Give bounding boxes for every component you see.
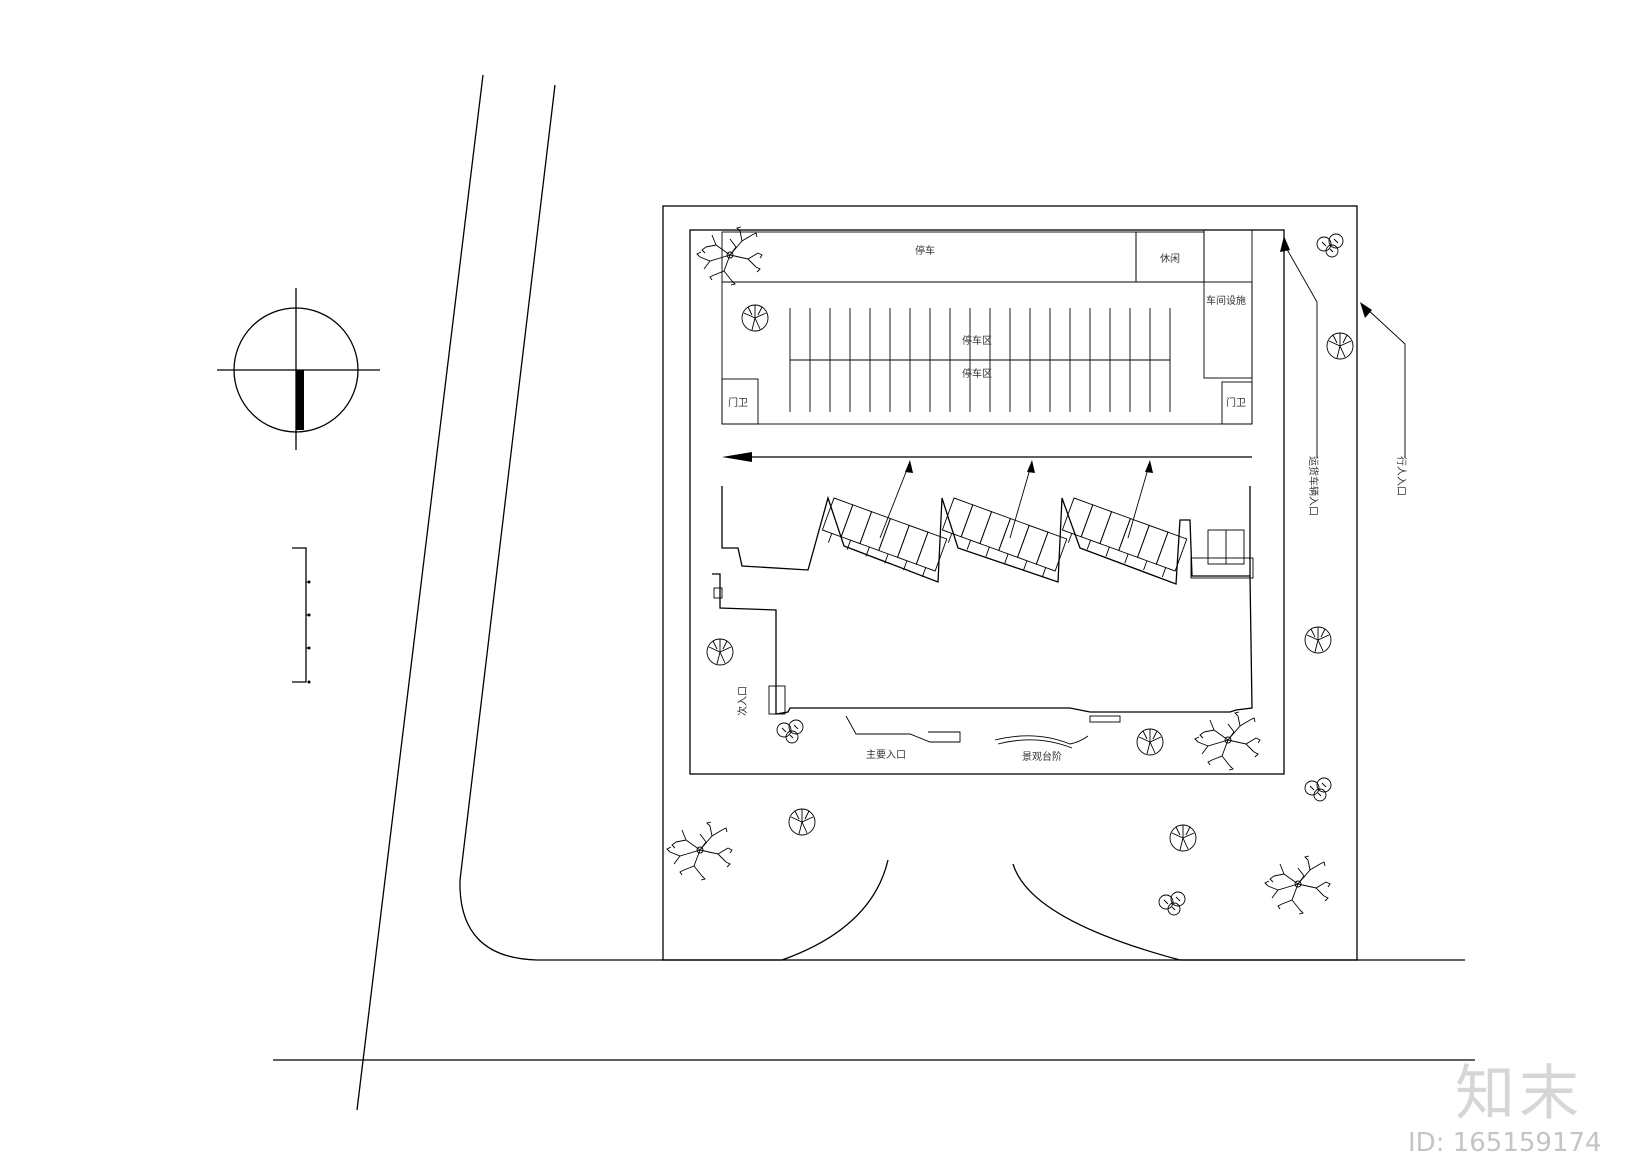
north-arrow-icon <box>217 288 380 450</box>
tree-branch-icon <box>1194 711 1261 771</box>
pedestrian-entrance-label: 行人入口 <box>1395 456 1408 496</box>
watermark-brand: 知末 <box>1455 1059 1583 1129</box>
front-bench <box>1089 715 1121 723</box>
tree-round-icon <box>1136 728 1164 756</box>
entrance-canopy <box>845 715 961 743</box>
vehicle-entrance-arrow <box>1283 243 1318 458</box>
gate-booth-right-label: 门卫 <box>1226 396 1246 409</box>
tree-shrub-icon <box>1316 233 1344 258</box>
tree-round-icon <box>1169 824 1197 852</box>
stall-arrow-2 <box>1009 461 1033 539</box>
parking-stalls-lower <box>789 360 1171 412</box>
vehicle-entrance-arrowhead <box>1280 236 1290 252</box>
access-route-arrowhead <box>722 452 752 462</box>
entrance-curve-right <box>1012 863 1465 961</box>
scale-bar-icon <box>292 547 311 684</box>
gate-booth-right <box>1221 381 1253 425</box>
east-room-label: 车间设施 <box>1206 294 1246 307</box>
pump-box <box>713 587 723 599</box>
side-entrance-label: 次入口 <box>736 686 749 716</box>
site-boundary-outer <box>662 205 1358 961</box>
angled-stall-row-2 <box>938 497 1068 581</box>
corner-room-label: 休闲 <box>1160 252 1180 265</box>
gate-booth-left-label: 门卫 <box>728 396 748 409</box>
service-block <box>1190 557 1254 579</box>
site-boundary-inner <box>689 229 1285 775</box>
tree-branch-icon <box>1264 855 1331 915</box>
tree-shrub-icon <box>776 719 804 744</box>
tree-round-icon <box>1304 626 1332 654</box>
watermark-id: ID: 165159174 <box>1408 1128 1602 1158</box>
main-entrance-label: 主要入口 <box>866 749 906 761</box>
main-building-outline <box>712 486 1253 715</box>
tree-branch-icon <box>696 226 763 286</box>
tree-round-icon <box>706 638 734 666</box>
gate-booth-left <box>721 378 759 425</box>
tree-shrub-icon <box>1158 891 1186 916</box>
parking-stalls-upper <box>789 308 1171 360</box>
landscape-steps <box>994 735 1089 749</box>
stall-arrow-1 <box>879 461 911 539</box>
tree-round-icon <box>741 304 769 332</box>
stall-arrow-2-head <box>1027 460 1035 473</box>
north-strip-label: 停车 <box>915 244 935 257</box>
north-strip <box>721 231 1137 283</box>
stall-arrow-3 <box>1127 461 1151 539</box>
tree-round-icon <box>1326 332 1354 360</box>
side-entrance-block <box>768 685 786 715</box>
parking-label-lower: 停车区 <box>962 367 992 380</box>
stall-arrow-1-head <box>905 460 913 473</box>
pedestrian-entrance-arrowhead <box>1360 302 1372 318</box>
tree-branch-icon <box>666 821 733 881</box>
stall-arrow-3-head <box>1145 460 1153 473</box>
diagonal-road-east-edge <box>459 84 782 961</box>
front-feature-label: 景观台阶 <box>1022 750 1062 763</box>
parking-label-upper: 停车区 <box>962 334 992 347</box>
tree-round-icon <box>788 808 816 836</box>
vehicle-entrance-label: 运货车辆入口 <box>1307 456 1320 516</box>
pedestrian-entrance-arrow <box>1365 307 1406 458</box>
angled-stall-row-3 <box>1058 497 1188 581</box>
entrance-curve-left <box>781 859 889 961</box>
tree-shrub-icon <box>1304 777 1332 802</box>
parking-lot-boundary <box>721 281 1253 425</box>
angled-stall-row-1 <box>818 497 948 581</box>
diagonal-road-west-edge <box>356 74 484 1111</box>
